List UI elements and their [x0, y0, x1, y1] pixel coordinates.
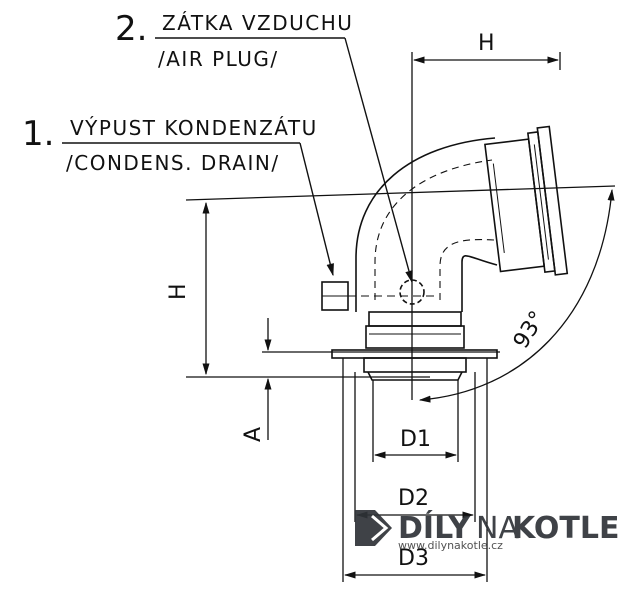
air-plug-leader [344, 37, 413, 284]
dimension-h-top [411, 52, 561, 400]
dim-d3-label: D3 [398, 546, 429, 571]
logo-mark-icon [355, 510, 392, 546]
watermark-url: www.dilynakotle.cz [398, 539, 503, 552]
label-condens-drain: 1. VÝPUST KONDENZÁTU /CONDENS. DRAIN/ [22, 114, 334, 277]
watermark-brand-right: KOTLE [512, 511, 619, 546]
label-1-number: 1. [22, 114, 54, 154]
dim-a-label: A [241, 427, 266, 442]
label-1-cz: VÝPUST KONDENZÁTU [70, 116, 318, 140]
dimension-angle [418, 188, 615, 403]
dim-angle-label: 93° [509, 307, 551, 353]
dimension-d3 [342, 358, 488, 582]
drain-leader [299, 142, 334, 277]
dim-d2-label: D2 [398, 486, 429, 511]
label-2-number: 2. [115, 9, 147, 49]
watermark-logo: DÍLY NA KOTLE www.dilynakotle.cz [355, 510, 619, 552]
dimension-d1 [372, 380, 459, 462]
label-air-plug: 2. ZÁTKA VZDUCHU /AIR PLUG/ [115, 9, 413, 284]
label-2-en: /AIR PLUG/ [158, 47, 279, 71]
dim-h-left-label: H [166, 283, 191, 300]
label-2-cz: ZÁTKA VZDUCHU [162, 11, 353, 35]
label-1-en: /CONDENS. DRAIN/ [66, 151, 280, 175]
dim-h-top-label: H [478, 31, 495, 56]
watermark-brand-left: DÍLY [398, 510, 472, 546]
dim-d1-label: D1 [400, 427, 431, 452]
dimension-h-left [185, 185, 616, 378]
watermark-brand-mid: NA [476, 511, 519, 546]
